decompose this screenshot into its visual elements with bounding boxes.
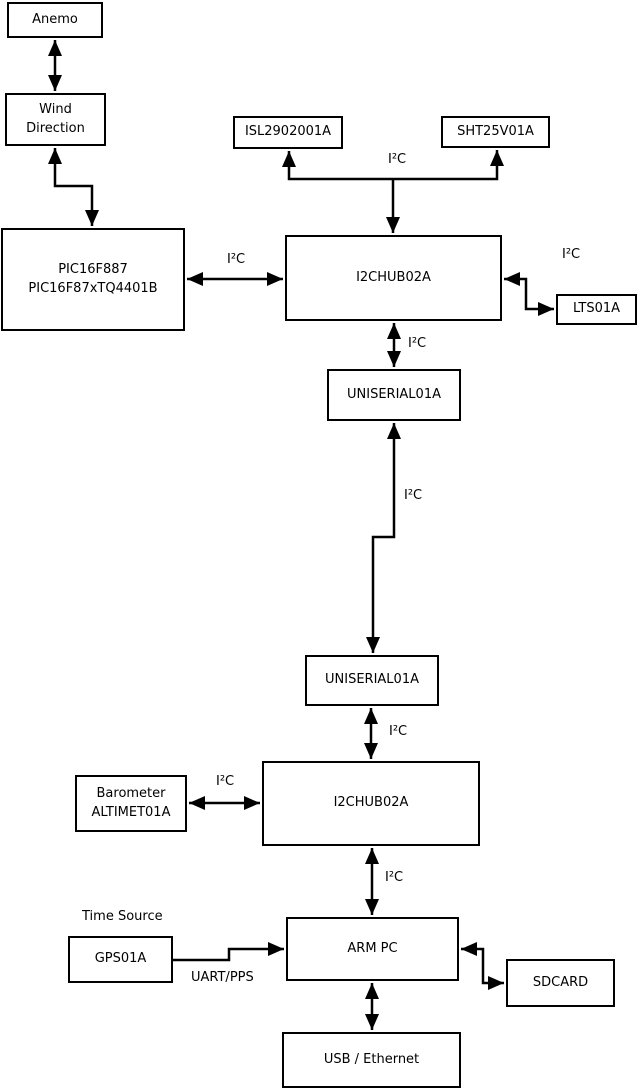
edge-armpc-sdcard bbox=[461, 942, 504, 990]
node-barometer-line1: Barometer bbox=[96, 786, 166, 802]
node-i2chub02a-bottom-label: I2CHUB02A bbox=[333, 795, 409, 811]
edge-label-i2c-pic-hub: I²C bbox=[227, 252, 246, 267]
node-arm-pc: ARM PC bbox=[286, 917, 459, 981]
node-i2chub02a-top-label: I2CHUB02A bbox=[356, 269, 431, 285]
node-sdcard-label: SDCARD bbox=[532, 974, 589, 990]
edge-gps-armpc bbox=[173, 942, 284, 962]
edge-label-i2c-uniserial-link: I²C bbox=[404, 488, 423, 503]
edge-i2chub-top-lts bbox=[504, 272, 554, 316]
node-uniserial01a-top-label: UNISERIAL01A bbox=[347, 386, 441, 402]
node-i2chub02a-bottom: I2CHUB02A bbox=[262, 761, 480, 846]
node-lts01a-label: LTS01A bbox=[572, 301, 621, 317]
node-isl2902001a-label: ISL2902001A bbox=[244, 124, 332, 140]
edge-label-i2c-sensors: I²C bbox=[388, 152, 407, 167]
node-anemo: Anemo bbox=[7, 2, 103, 38]
edge-label-uart-pps: UART/PPS bbox=[191, 970, 254, 985]
edge-winddirection-pic bbox=[48, 148, 99, 226]
node-wind-direction: Wind Direction bbox=[5, 93, 106, 146]
edge-label-i2c-hub2-armpc: I²C bbox=[385, 870, 404, 885]
node-i2chub02a-top: I2CHUB02A bbox=[285, 235, 502, 321]
edge-uniserial-link bbox=[366, 423, 401, 653]
node-usb-ethernet: USB / Ethernet bbox=[282, 1032, 461, 1088]
node-uniserial01a-bottom-label: UNISERIAL01A bbox=[325, 672, 419, 688]
node-gps01a-label: GPS01A bbox=[94, 951, 147, 967]
edge-label-i2c-hub-lts: I²C bbox=[562, 247, 581, 262]
node-sht25v01a-label: SHT25V01A bbox=[457, 123, 534, 139]
node-isl2902001a: ISL2902001A bbox=[233, 116, 343, 149]
node-sdcard: SDCARD bbox=[506, 959, 615, 1007]
node-gps01a: GPS01A bbox=[68, 936, 173, 983]
node-wind-direction-line1: Wind bbox=[39, 102, 72, 118]
node-pic16f887: PIC16F887 PIC16F87xTQ4401B bbox=[1, 228, 185, 331]
node-arm-pc-label: ARM PC bbox=[347, 940, 398, 956]
edge-label-i2c-hub-uniserial: I²C bbox=[408, 336, 427, 351]
node-pic16f887-line1: PIC16F887 bbox=[58, 262, 128, 278]
edge-label-i2c-barometer-hub2: I²C bbox=[216, 774, 235, 789]
node-uniserial01a-bottom: UNISERIAL01A bbox=[305, 655, 439, 706]
node-barometer-line2: ALTIMET01A bbox=[91, 804, 171, 820]
edge-label-time-source: Time Source bbox=[82, 909, 163, 924]
node-barometer-altimet01a: Barometer ALTIMET01A bbox=[75, 775, 187, 832]
node-anemo-label: Anemo bbox=[32, 11, 78, 27]
node-pic16f887-line2: PIC16F87xTQ4401B bbox=[28, 280, 158, 296]
node-usb-ethernet-label: USB / Ethernet bbox=[323, 1051, 420, 1067]
node-uniserial01a-top: UNISERIAL01A bbox=[327, 369, 461, 421]
node-wind-direction-line2: Direction bbox=[26, 120, 85, 136]
node-lts01a: LTS01A bbox=[556, 294, 637, 325]
edge-label-i2c-uniserial-hub2: I²C bbox=[389, 724, 408, 739]
node-sht25v01a: SHT25V01A bbox=[441, 116, 550, 148]
